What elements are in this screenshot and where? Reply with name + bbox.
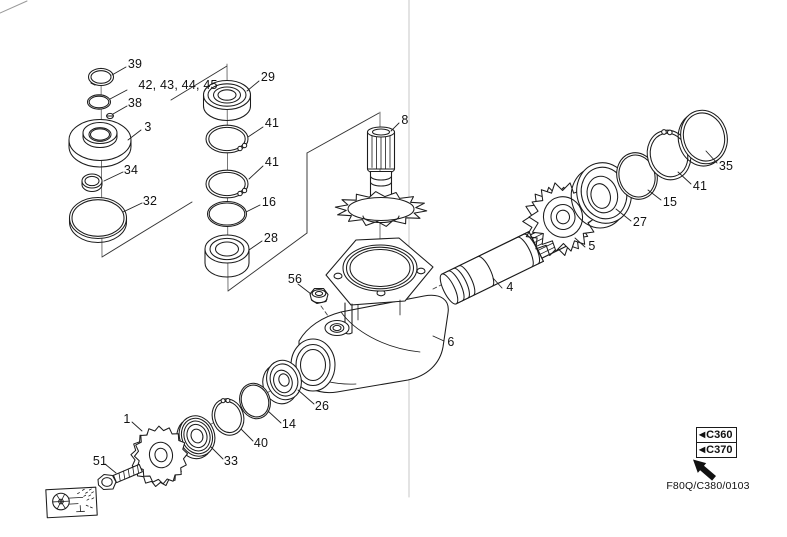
part-callout-1[interactable]: 1	[123, 412, 131, 426]
group-boundary-lines	[101, 65, 380, 292]
part-callout-41c[interactable]: 41	[692, 179, 708, 193]
part-callout-39[interactable]: 39	[127, 57, 143, 71]
part-26-bearing	[262, 359, 302, 405]
part-callout-51[interactable]: 51	[92, 454, 108, 468]
part-callout-41b[interactable]: 41	[264, 155, 280, 169]
part-40-snap-ring	[211, 398, 245, 436]
part-8-bevel-pinion-shaft	[334, 126, 428, 227]
part-35-ring	[677, 109, 728, 167]
part-42-45-shim-ring	[86, 94, 112, 110]
part-34-spacer-ring	[81, 173, 103, 193]
part-callout-27[interactable]: 27	[632, 215, 648, 229]
part-callout-34[interactable]: 34	[123, 163, 139, 177]
part-callout-15[interactable]: 15	[662, 195, 678, 209]
part-41-snap-ring-right	[646, 129, 692, 181]
part-callout-42-45[interactable]: 42, 43, 44, 45	[138, 78, 218, 92]
part-16-seal-ring	[206, 200, 248, 228]
part-callout-38[interactable]: 38	[127, 96, 143, 110]
part-56-nut	[309, 287, 329, 305]
part-callout-3[interactable]: 3	[144, 120, 152, 134]
callout-leader-lines	[103, 66, 718, 474]
part-callout-41a[interactable]: 41	[264, 116, 280, 130]
part-callout-33[interactable]: 33	[223, 454, 239, 468]
part-callout-4[interactable]: 4	[506, 280, 514, 294]
part-callout-16[interactable]: 16	[261, 195, 277, 209]
part-callout-26[interactable]: 26	[314, 399, 330, 413]
nav-item-label: C370	[706, 444, 733, 456]
part-32-large-ring	[68, 196, 128, 243]
part-29-bearing	[202, 79, 252, 121]
part-3-pulley-disc	[68, 118, 132, 168]
nav-item-c370[interactable]: ◀ C370	[697, 442, 737, 457]
machine-section-icon	[45, 486, 98, 519]
part-41-snap-ring-lower	[205, 169, 249, 199]
nav-arrow-up-left	[693, 459, 716, 481]
part-callout-5[interactable]: 5	[588, 239, 596, 253]
nav-item-label: C360	[706, 429, 733, 441]
part-14-ring	[239, 382, 271, 420]
part-callout-28[interactable]: 28	[263, 231, 279, 245]
part-callout-56[interactable]: 56	[287, 272, 303, 286]
part-28-bearing	[204, 234, 250, 278]
figure-code: F80Q/C380/0103	[666, 480, 750, 492]
part-callout-35[interactable]: 35	[718, 159, 734, 173]
part-callout-14[interactable]: 14	[281, 417, 297, 431]
part-6-gearbox-housing	[290, 237, 449, 394]
part-39-retaining-ring	[87, 67, 115, 87]
part-41-snap-ring-upper	[205, 124, 249, 154]
nav-triangle-left-icon: ◀	[699, 430, 706, 439]
part-callout-32[interactable]: 32	[142, 194, 158, 208]
part-1-sprocket	[130, 425, 189, 488]
page-corner-mark	[0, 0, 28, 14]
part-38-plug	[106, 112, 114, 120]
part-51-bolt	[97, 463, 143, 491]
section-nav-box: ◀ C360 ◀ C370	[696, 427, 738, 458]
nav-item-c360[interactable]: ◀ C360	[697, 428, 736, 442]
part-callout-6[interactable]: 6	[447, 335, 455, 349]
part-callout-29[interactable]: 29	[260, 70, 276, 84]
part-callout-8[interactable]: 8	[401, 113, 409, 127]
nav-triangle-left-icon: ◀	[699, 445, 706, 454]
part-callout-40[interactable]: 40	[253, 436, 269, 450]
